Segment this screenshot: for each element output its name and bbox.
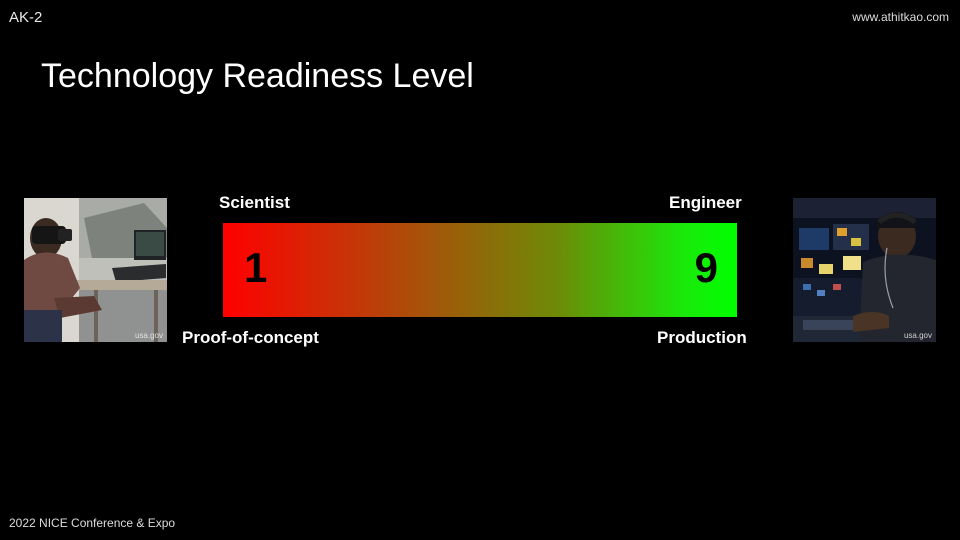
trl-gradient-bar: 1 9 (223, 223, 737, 317)
trl-min-level: 1 (244, 244, 268, 291)
vr-user-photo: usa.gov (24, 198, 167, 342)
footer-text: 2022 NICE Conference & Expo (9, 516, 176, 530)
trl-max-level: 9 (694, 244, 718, 291)
right-photo-credit: usa.gov (904, 331, 932, 340)
console-operator-photo: usa.gov (793, 198, 936, 342)
slide-id: AK-2 (9, 9, 43, 26)
left-photo-credit: usa.gov (135, 331, 163, 340)
right-stage-label: Production (657, 328, 747, 347)
left-role-label: Scientist (219, 193, 290, 212)
site-url: www.athitkao.com (852, 10, 949, 24)
left-stage-label: Proof-of-concept (182, 328, 319, 347)
slide-title: Technology Readiness Level (41, 57, 474, 95)
right-role-label: Engineer (669, 193, 742, 212)
